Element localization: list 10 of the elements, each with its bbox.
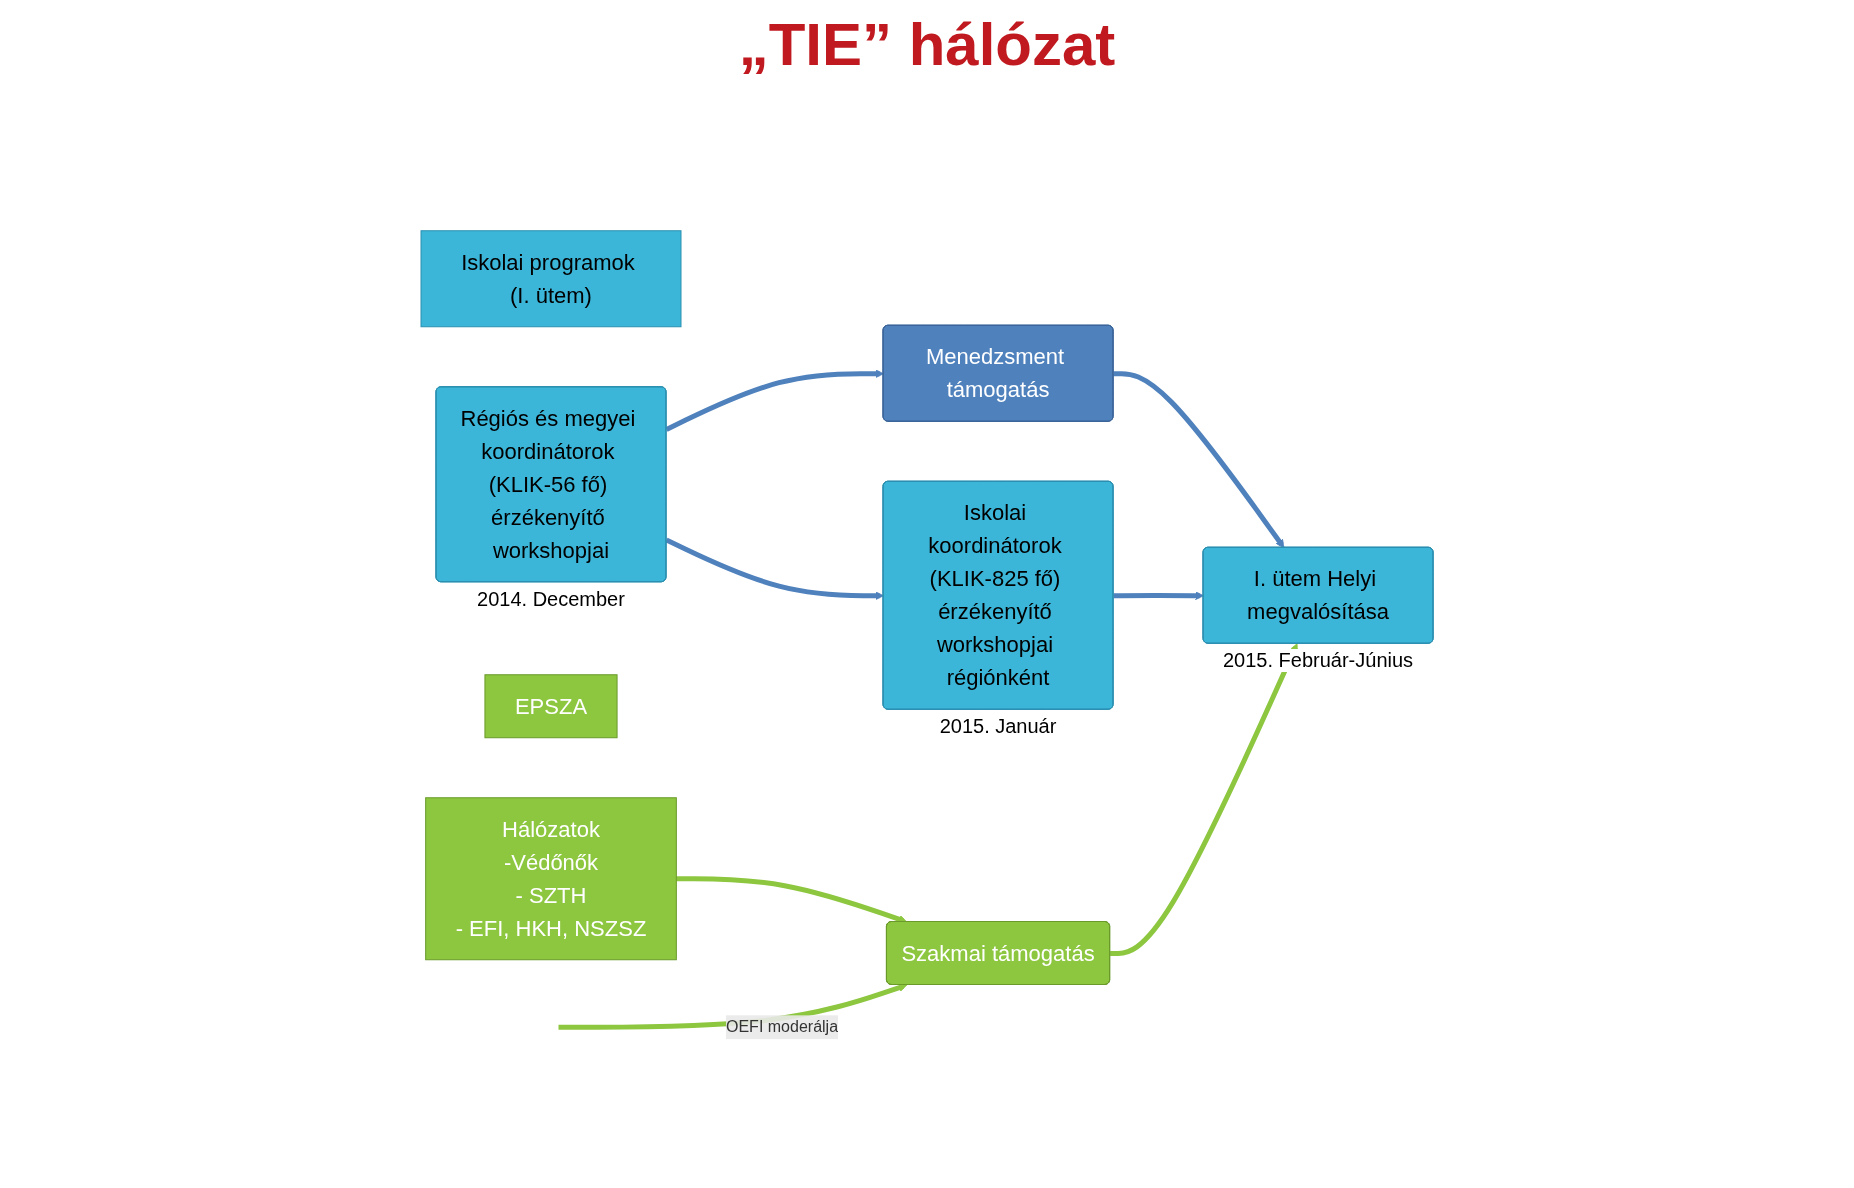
node-box: Hálózatok -Védőnők - SZTH - EFI, HKH, NSZSZ [425,797,677,961]
node-box: Iskolai programok (I. ütem) [420,230,682,328]
arrow [665,537,884,601]
diagram-title: „TIE” hálózat [737,10,1117,79]
arrow [665,369,884,432]
arrow [1113,591,1204,601]
edge-label: OEFI moderálja [725,1018,839,1036]
arrow [1110,643,1298,956]
arrow [1113,371,1285,549]
node-box: EPSZA [484,674,618,739]
